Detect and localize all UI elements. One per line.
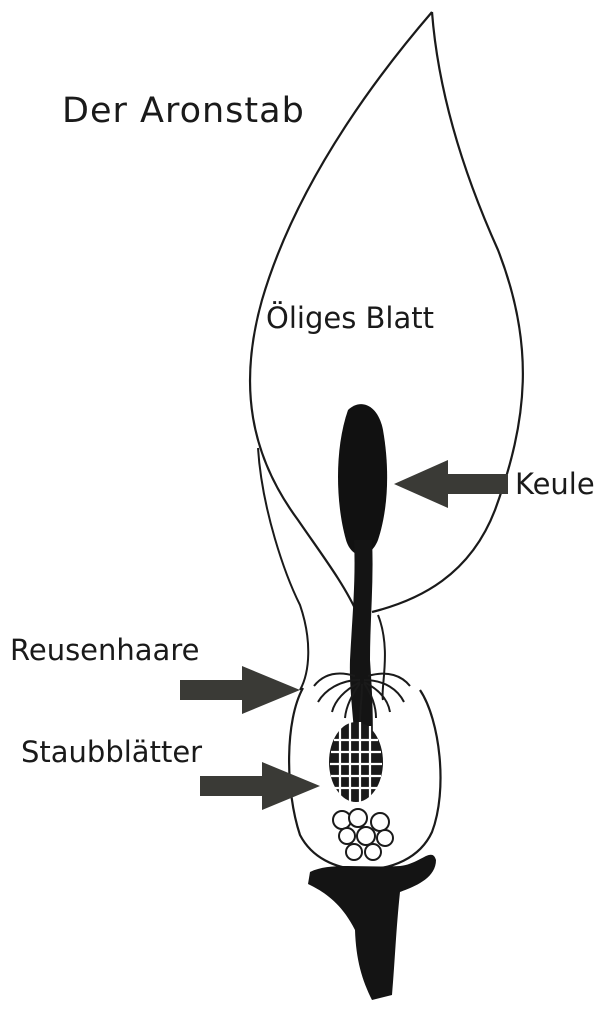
arrow-keule (394, 460, 508, 508)
label-keule: Keule (515, 470, 595, 499)
spathe-fold-right (378, 615, 385, 700)
arrow-staubblaetter (200, 762, 320, 810)
spadix-club (338, 404, 387, 555)
diagram-title: Der Aronstab (62, 94, 305, 129)
label-reusenhaare: Reusenhaare (10, 636, 199, 665)
pistils (333, 809, 393, 860)
arrow-reusenhaare (180, 666, 300, 714)
stamen-cluster (329, 722, 383, 802)
label-oiliges-blatt: Öliges Blatt (266, 304, 434, 333)
plant-base (308, 855, 436, 1000)
spathe-fold-left (258, 448, 308, 690)
label-staubblaetter: Staubblätter (21, 738, 202, 767)
